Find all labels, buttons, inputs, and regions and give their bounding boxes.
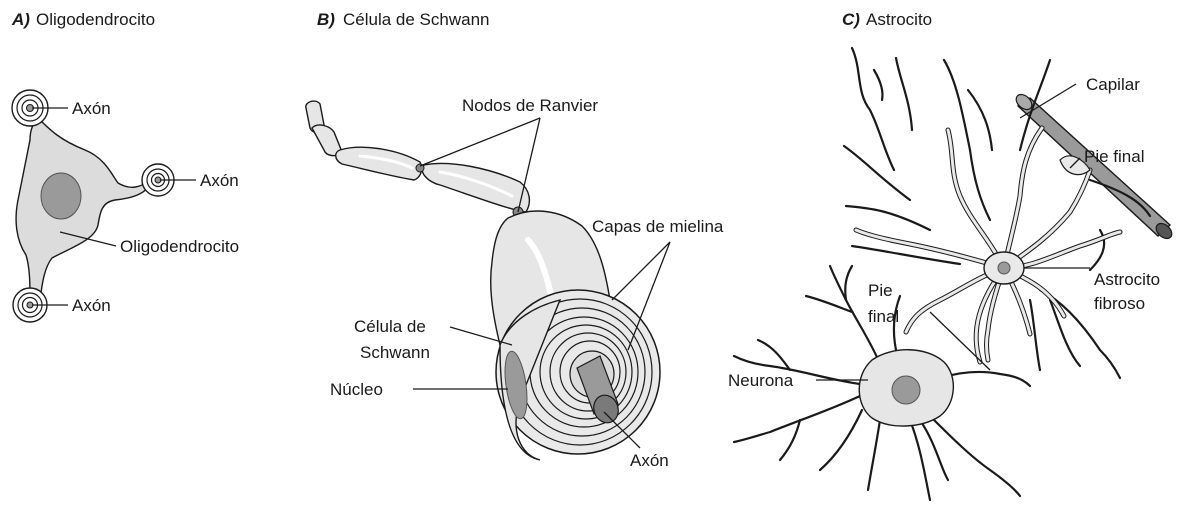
label-axon-bottom: Axón <box>72 296 111 315</box>
leader-myelin-1 <box>612 242 670 300</box>
label-endfoot-top: Pie final <box>1084 147 1144 166</box>
label-neuron: Neurona <box>728 371 794 390</box>
panel-c-letter: C) <box>842 10 860 29</box>
astrocyte-nucleus <box>998 262 1010 274</box>
myelinated-axon-segments <box>306 101 530 217</box>
oligodendrocyte-body <box>16 118 150 300</box>
label-endfoot-mid-1: Pie <box>868 281 893 300</box>
label-nucleus: Núcleo <box>330 380 383 399</box>
oligodendrocyte-nucleus <box>41 173 81 219</box>
panel-c: C) Astrocito <box>728 10 1175 500</box>
label-schwann-2: Schwann <box>360 343 430 362</box>
label-astrocyte-1: Astrocito <box>1094 270 1160 289</box>
label-capillary: Capilar <box>1086 75 1140 94</box>
label-axon-b: Axón <box>630 451 669 470</box>
neuron-nucleus <box>892 376 920 404</box>
leader-node-1 <box>420 118 540 166</box>
panel-c-title: Astrocito <box>866 10 932 29</box>
panel-b-letter: B) <box>317 10 335 29</box>
panel-a-letter: A) <box>11 10 30 29</box>
label-axon-right: Axón <box>200 171 239 190</box>
panel-b-title: Célula de Schwann <box>343 10 489 29</box>
label-myelin-layers: Capas de mielina <box>592 217 724 236</box>
panel-a-title: Oligodendrocito <box>36 10 155 29</box>
label-schwann-1: Célula de <box>354 317 426 336</box>
capillary-vessel <box>1013 92 1174 242</box>
label-astrocyte-2: fibroso <box>1094 294 1145 313</box>
panel-a: A) Oligodendrocito Axón A <box>11 10 239 322</box>
label-endfoot-mid-2: final <box>868 307 899 326</box>
panel-b: B) Célula de Schwann <box>306 10 724 470</box>
label-axon-top: Axón <box>72 99 111 118</box>
label-nodes-ranvier: Nodos de Ranvier <box>462 96 598 115</box>
label-oligodendrocyte: Oligodendrocito <box>120 237 239 256</box>
background-fibers <box>844 48 1150 378</box>
